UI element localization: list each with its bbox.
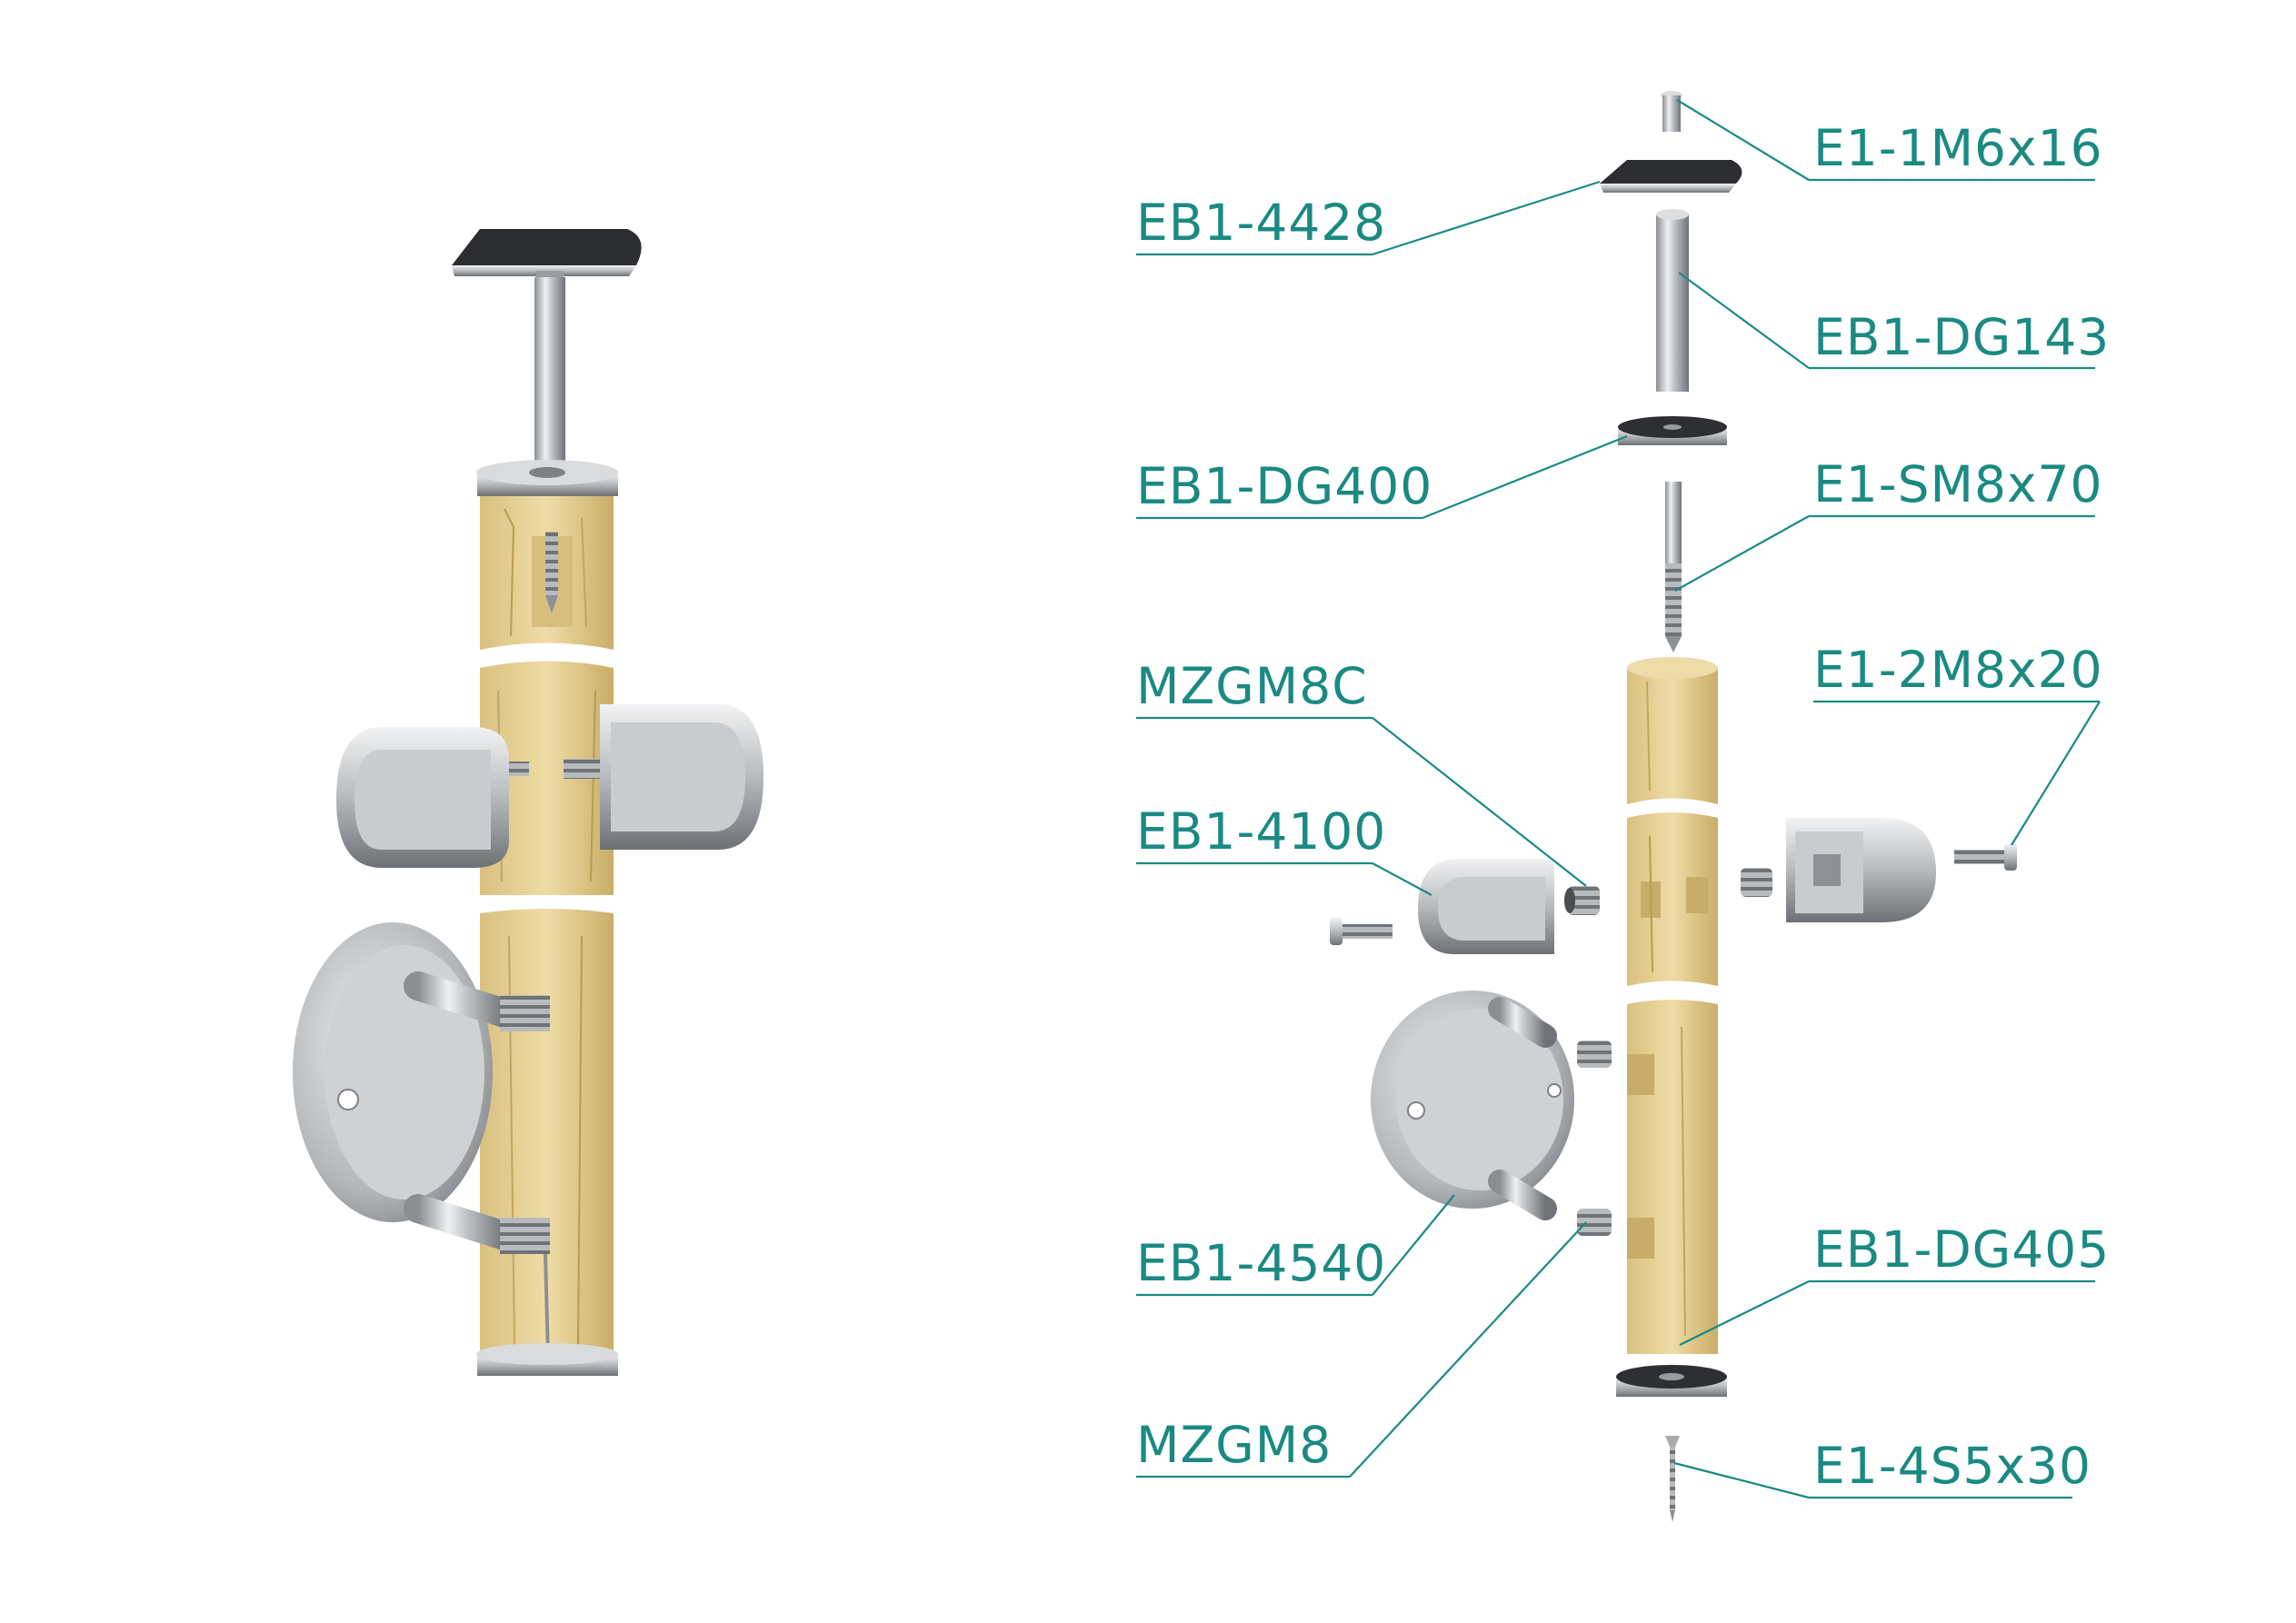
part-glass-clamp-left [1418, 859, 1554, 954]
part-labels: E1-1M6x16 EB1-4428 EB1-DG143 EB1-DG400 E… [1136, 119, 2110, 1495]
part-screw-m6x16 [1661, 91, 1682, 132]
part-threaded-insert-right [1741, 868, 1772, 897]
part-wood-upper [1627, 657, 1718, 804]
label-mzgm8: MZGM8 [1136, 1416, 1332, 1474]
part-tube [1656, 209, 1689, 392]
assembled-tube [534, 277, 565, 486]
assembled-wood-upper [480, 496, 614, 650]
assembled-post [293, 229, 764, 1376]
label-eb1-dg400: EB1-DG400 [1136, 457, 1433, 515]
part-glass-clamp-right [1786, 818, 1936, 922]
leader-lines [1136, 99, 2101, 1499]
label-e1-sm8x70: E1-SM8x70 [1813, 455, 2102, 513]
label-e1-2m8x20: E1-2M8x20 [1813, 641, 2103, 699]
assembled-bottom-cap [476, 1343, 618, 1376]
part-hanger-bolt [1665, 482, 1682, 652]
label-eb1-dg405: EB1-DG405 [1813, 1220, 2110, 1279]
part-cap-disc-bottom [1616, 1365, 1727, 1397]
part-wood-screw [1665, 1436, 1680, 1522]
part-threaded-insert-left [1564, 886, 1600, 915]
label-e1-1m6x16: E1-1M6x16 [1813, 119, 2103, 177]
assembled-top-cap [476, 460, 618, 496]
part-handrail-saddle [1600, 160, 1742, 193]
assembled-clamp-right [564, 704, 764, 850]
label-eb1-4100: EB1-4100 [1136, 802, 1386, 861]
part-wood-lower [1627, 1000, 1718, 1354]
part-threaded-insert-lower [1577, 1041, 1612, 1236]
part-wall-disc [1371, 991, 1574, 1220]
assembled-wall-disc [293, 922, 550, 1254]
part-clamp-screw-left [1330, 918, 1393, 945]
part-cap-disc-top [1618, 416, 1727, 445]
label-eb1-4428: EB1-4428 [1136, 194, 1386, 252]
label-mzgm8c: MZGM8C [1136, 657, 1368, 715]
label-eb1-4540: EB1-4540 [1136, 1234, 1386, 1292]
assembled-wood-lower [480, 909, 614, 1363]
label-e1-4s5x30: E1-4S5x30 [1813, 1437, 2091, 1495]
label-eb1-dg143: EB1-DG143 [1813, 308, 2110, 366]
part-wood-middle [1627, 812, 1718, 986]
assembled-clamp-left [336, 727, 529, 868]
assembled-handrail-saddle [452, 229, 642, 282]
part-clamp-screw-right [1954, 843, 2017, 871]
exploded-parts [1330, 91, 2017, 1522]
